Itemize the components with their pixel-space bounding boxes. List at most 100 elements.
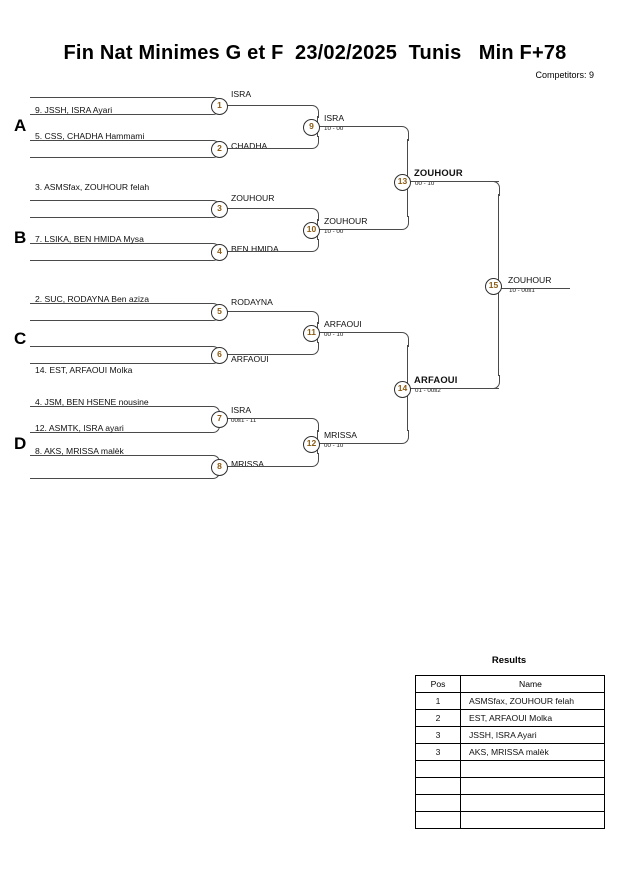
bracket-elbow <box>400 126 409 141</box>
bracket-line <box>30 478 212 479</box>
table-row[interactable]: 2 EST, ARFAOUI Molka <box>415 709 605 727</box>
results-pos <box>415 811 461 829</box>
match-winner-3: ZOUHOUR <box>231 193 275 203</box>
match-winner-14: ARFAOUI <box>414 374 458 385</box>
match-number-8[interactable]: 8 <box>211 459 228 476</box>
bracket-line <box>30 157 212 158</box>
bracket-line <box>30 363 212 364</box>
bracket-line <box>30 217 212 218</box>
match-score-12: 00 - 10 <box>324 442 344 449</box>
bracket-elbow <box>400 216 409 230</box>
results-name <box>460 760 605 778</box>
match-winner-7: ISRA <box>231 405 252 415</box>
results-pos: 1 <box>415 692 461 710</box>
match-number-3[interactable]: 3 <box>211 201 228 218</box>
bracket-line <box>409 181 499 182</box>
bracket-elbow <box>491 375 500 389</box>
competitors-count: Competitors: 9 <box>535 70 594 80</box>
results-name <box>460 811 605 829</box>
results-pos: 3 <box>415 743 461 761</box>
bracket-elbow <box>400 430 409 444</box>
bracket-line <box>318 332 400 333</box>
seed-entry: 8. AKS, MRISSA malèk <box>35 446 124 456</box>
table-row[interactable]: 1 ASMSfax, ZOUHOUR felah <box>415 692 605 710</box>
match-number-7[interactable]: 7 <box>211 411 228 428</box>
match-score-9: 10 - 00 <box>324 125 344 132</box>
seed-entry: 4. JSM, BEN HSENE nousine <box>35 397 149 407</box>
seed-entry: 5. CSS, CHADHA Hammami <box>35 131 145 141</box>
table-row[interactable] <box>415 794 605 812</box>
bracket-elbow <box>310 208 319 221</box>
results-name: JSSH, ISRA Ayari <box>460 726 605 744</box>
table-row[interactable]: 3 JSSH, ISRA Ayari <box>415 726 605 744</box>
match-number-6[interactable]: 6 <box>211 347 228 364</box>
bracket-elbow <box>310 105 319 118</box>
results-col-pos: Pos <box>415 675 461 693</box>
seed-entry: 14. EST, ARFAOUI Molka <box>35 365 133 375</box>
match-winner-11: ARFAOUI <box>324 319 362 329</box>
results-pos <box>415 794 461 812</box>
match-number-12[interactable]: 12 <box>303 436 320 453</box>
bracket-elbow <box>400 332 409 347</box>
bracket-elbow <box>310 418 319 432</box>
results-header-row: Pos Name <box>415 675 605 693</box>
results-name <box>460 794 605 812</box>
match-number-2[interactable]: 2 <box>211 141 228 158</box>
bracket-elbow <box>310 239 319 252</box>
seed-entry: 2. SUC, RODAYNA Ben aziza <box>35 294 149 304</box>
results-pos: 2 <box>415 709 461 727</box>
seed-entry: 9. JSSH, ISRA Ayari <box>35 105 113 115</box>
results-pos: 3 <box>415 726 461 744</box>
match-number-4[interactable]: 4 <box>211 244 228 261</box>
results-title: Results <box>491 655 527 666</box>
bracket-elbow <box>491 181 500 196</box>
seed-entry: 7. LSIKA, BEN HMIDA Mysa <box>35 234 144 244</box>
group-label-d: D <box>14 434 27 453</box>
match-winner-8: MRISSA <box>231 459 264 469</box>
match-number-1[interactable]: 1 <box>211 98 228 115</box>
match-number-14[interactable]: 14 <box>394 381 411 398</box>
bracket-elbow <box>310 136 319 149</box>
bracket-line <box>226 311 310 312</box>
bracket-elbow <box>310 342 319 355</box>
group-label-a: A <box>14 116 27 135</box>
match-number-5[interactable]: 5 <box>211 304 228 321</box>
bracket-line <box>226 354 310 355</box>
table-row[interactable] <box>415 760 605 778</box>
bracket-line <box>409 388 499 389</box>
match-winner-12: MRISSA <box>324 430 357 440</box>
group-label-c: C <box>14 329 27 348</box>
match-number-11[interactable]: 11 <box>303 325 320 342</box>
results-name: EST, ARFAOUI Molka <box>460 709 605 727</box>
match-score-13: 00 - 10 <box>415 180 435 187</box>
match-number-10[interactable]: 10 <box>303 222 320 239</box>
bracket-elbow <box>310 311 319 324</box>
match-winner-5: RODAYNA <box>231 297 273 307</box>
bracket-line <box>30 455 212 456</box>
bracket-line <box>226 466 310 467</box>
bracket-line <box>226 418 310 419</box>
match-winner-13: ZOUHOUR <box>414 167 463 178</box>
bracket-line <box>30 140 212 141</box>
seed-entry: 12. ASMTK, ISRA ayari <box>35 423 124 433</box>
bracket-line <box>318 443 400 444</box>
bracket-line <box>226 148 310 149</box>
table-row[interactable]: 3 AKS, MRISSA malèk <box>415 743 605 761</box>
bracket-line <box>30 346 212 347</box>
bracket-line <box>318 126 400 127</box>
bracket-line <box>30 406 212 407</box>
results-name <box>460 777 605 795</box>
match-number-15[interactable]: 15 <box>485 278 502 295</box>
bracket-line <box>30 97 212 98</box>
page-title: Fin Nat Minimes G et F 23/02/2025 Tunis … <box>63 42 567 64</box>
bracket-line <box>30 432 212 433</box>
match-score-14: 01 - 00s2 <box>415 387 441 394</box>
match-number-13[interactable]: 13 <box>394 174 411 191</box>
bracket-elbow <box>310 453 319 467</box>
match-number-9[interactable]: 9 <box>303 119 320 136</box>
table-row[interactable] <box>415 777 605 795</box>
match-winner-10: ZOUHOUR <box>324 216 368 226</box>
table-row[interactable] <box>415 811 605 829</box>
match-winner-6: ARFAOUI <box>231 354 269 364</box>
bracket-line <box>30 260 212 261</box>
